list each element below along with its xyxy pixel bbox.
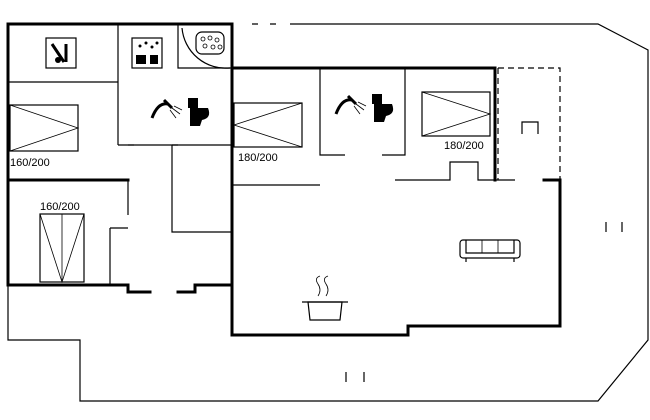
bed-2 xyxy=(39,213,85,284)
shower-icon xyxy=(334,94,367,115)
wall-hall-inner xyxy=(171,144,232,233)
wall-bedroom-2-right xyxy=(109,180,129,285)
toilet-icon xyxy=(372,94,394,122)
bed-1 xyxy=(9,104,80,152)
terrace-outline xyxy=(7,23,649,402)
cooking-pot-icon xyxy=(302,275,348,321)
washing-machine-icon xyxy=(45,37,77,69)
wall-bathroom-2 xyxy=(319,68,406,156)
wall-laundry xyxy=(8,24,178,146)
door-mark-1 xyxy=(345,372,365,382)
sofa-icon xyxy=(459,239,521,262)
wall-top-left xyxy=(6,22,234,70)
whirlpool-icon xyxy=(195,31,225,55)
wall-hall xyxy=(176,66,234,294)
shower-icon xyxy=(150,98,183,119)
bed-3-label: 180/200 xyxy=(238,152,278,164)
bed-3 xyxy=(232,102,303,148)
door-mark-2 xyxy=(605,222,623,232)
bed-4 xyxy=(421,91,492,137)
bed-2-label: 160/200 xyxy=(40,201,80,213)
porch-dashed xyxy=(497,67,561,180)
bed-1-label: 160/200 xyxy=(10,157,50,169)
wall-bedroom-2 xyxy=(6,283,152,294)
door-arc-whirlpool xyxy=(181,27,231,69)
wall-whirlpool xyxy=(177,24,232,69)
bed-4-label: 180/200 xyxy=(444,140,484,152)
wall-bedroom-4 xyxy=(395,161,515,181)
toilet-icon xyxy=(188,98,210,126)
dryer-icon xyxy=(131,37,163,69)
fireplace-icon xyxy=(521,121,539,134)
